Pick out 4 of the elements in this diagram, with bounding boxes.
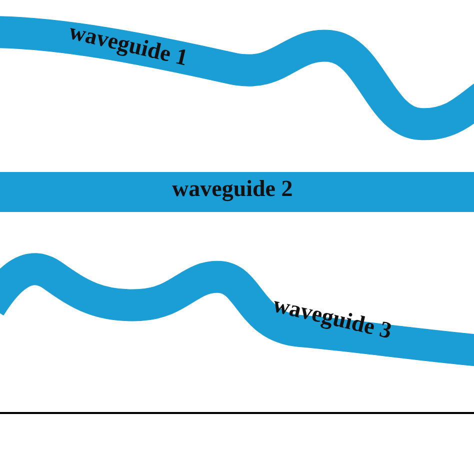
waveguide-label: waveguide 1 bbox=[66, 18, 190, 72]
waveguide-label: waveguide 3 bbox=[270, 292, 394, 344]
waveguide-band bbox=[0, 172, 474, 212]
waveguide-label: waveguide 2 bbox=[172, 176, 293, 202]
